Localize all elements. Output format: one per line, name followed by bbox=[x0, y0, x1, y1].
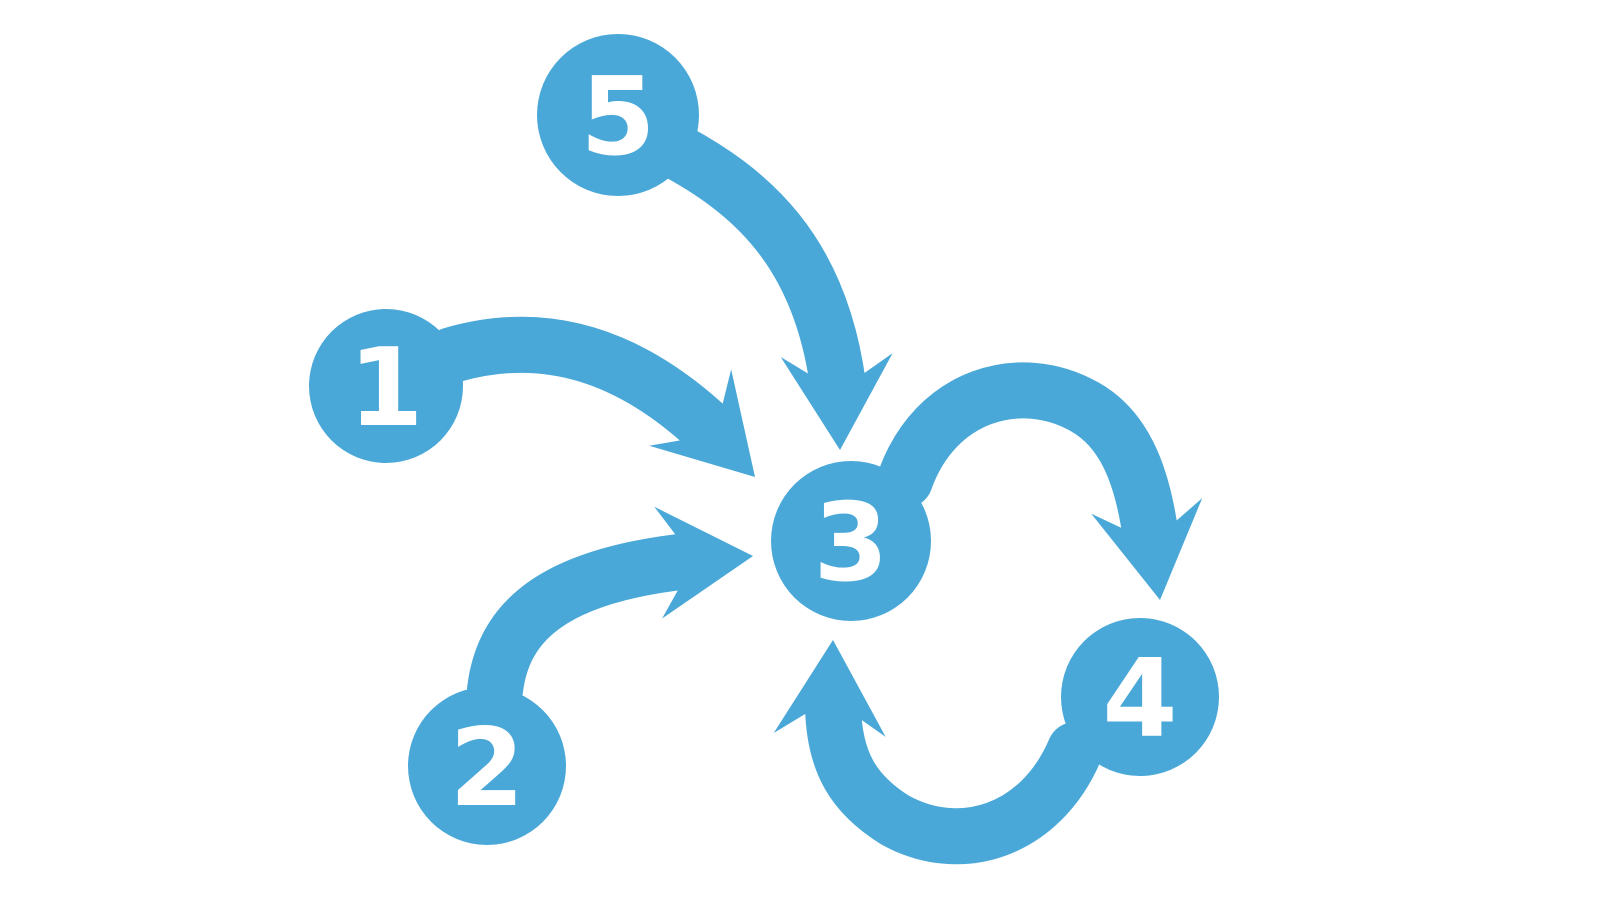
node-5-circle bbox=[537, 34, 699, 196]
node-4-circle bbox=[1061, 618, 1219, 776]
edge-2-3-arrowhead-icon bbox=[654, 506, 753, 619]
node-2-circle bbox=[408, 687, 566, 845]
edge-5-3-shaft bbox=[642, 120, 866, 413]
edge-3-4-shaft bbox=[877, 362, 1179, 566]
edge-5-3-arrowhead-icon bbox=[780, 353, 893, 450]
edge-5-3 bbox=[642, 120, 893, 450]
edge-2-3-shaft bbox=[467, 533, 716, 718]
edge-1-3-shaft bbox=[424, 316, 738, 458]
node-5: 5 bbox=[537, 34, 699, 196]
node-2: 2 bbox=[408, 687, 566, 845]
edge-4-3-arrowhead-icon bbox=[773, 640, 886, 737]
node-1-label: 1 bbox=[348, 326, 423, 451]
node-3-label: 3 bbox=[813, 481, 888, 606]
edge-3-4-arrowhead-icon bbox=[1091, 498, 1203, 600]
edge-4-3 bbox=[773, 640, 1103, 865]
edge-2-3 bbox=[467, 506, 753, 718]
node-3: 3 bbox=[771, 461, 931, 621]
node-3-circle bbox=[771, 461, 931, 621]
node-1: 1 bbox=[309, 309, 463, 463]
edge-3-4 bbox=[877, 362, 1203, 600]
edge-4-3-shaft bbox=[805, 678, 1103, 865]
edge-1-3 bbox=[424, 316, 755, 477]
node-4: 4 bbox=[1061, 618, 1219, 776]
node-5-label: 5 bbox=[580, 55, 655, 180]
node-1-circle bbox=[309, 309, 463, 463]
node-4-label: 4 bbox=[1102, 637, 1177, 762]
node-2-label: 2 bbox=[449, 706, 524, 831]
edge-1-3-arrowhead-icon bbox=[649, 369, 755, 477]
